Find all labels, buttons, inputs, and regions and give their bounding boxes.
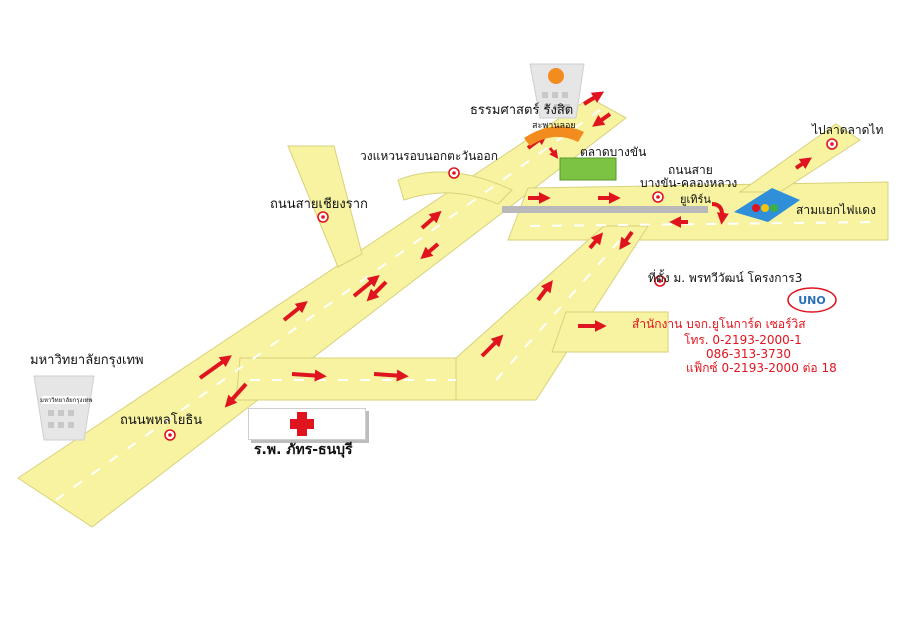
hospital-cross-icon [290,412,314,436]
lane-markings [55,109,881,501]
east-ring-road [397,171,513,205]
label-bangkok-university-sign: มหาวิทยาลัยกรุงเทพ [40,397,93,404]
arrow-8 [366,280,388,302]
label-bang-khan-road-1: ถนนสาย [668,163,713,177]
marker-lat-lum-kaeo [826,138,838,150]
right-branch-road [551,311,669,353]
bang-khan-market-box [559,157,617,181]
uno-logo: UNO [787,287,837,313]
label-location: ที่ตั้ง ม. พรทวีวัฒน์ โครงการ3 [648,271,803,285]
marker-phahon [164,429,176,441]
building-thammasat-icon [529,63,585,119]
arrow-7 [224,382,248,408]
label-east-ring: วงแหวนรอบนอกตะวันออก [360,149,498,163]
arrow-15 [588,232,604,250]
arrow-10 [592,112,612,127]
arrow-11 [291,369,327,382]
marker-chiang-rak [317,211,329,223]
label-u-turn: ยูเทิร์น [680,193,711,206]
label-bangkok-university: มหาวิทยาลัยกรุงเทพ [30,353,144,368]
median-line [502,206,708,213]
label-bang-khan-market: ตลาดบางขัน [580,145,647,159]
label-phahon-yothin: ถนนพหลโยธิน [120,413,203,428]
direction-arrows [198,91,812,408]
chiang-rak-road [287,145,363,268]
contact-phone2: 086-313-3730 [706,347,792,361]
arrow-12 [373,369,409,382]
arrow-4 [420,210,442,230]
arrow-1 [198,355,232,380]
arrow-16 [619,230,634,250]
svg-text:UNO: UNO [798,294,826,307]
marker-bang-khan [652,191,664,203]
arrow-2 [282,301,308,322]
arrow-13 [480,334,504,358]
contact-office: สำนักงาน บจก.ยูโนการ์ด เซอร์วิส [632,317,806,331]
u-turn-arrow [711,202,729,225]
building-bangkok-university-icon [33,375,95,441]
arrow-3 [352,274,380,298]
arrow-9 [420,242,440,260]
contact-phone1: โทร. 0-2193-2000-1 [684,333,802,347]
label-sam-yaek: สามแยกไฟแดง [796,203,876,217]
bridge-stroke [548,147,559,159]
arrow-21 [794,157,812,170]
label-chiang-rak: ถนนสายเชียงราก [270,197,368,212]
traffic-light-icon [734,188,800,222]
label-pedestrian-bridge: สะพานลอย [532,121,576,131]
label-hospital: ร.พ. ภัทร-ธนบุรี [254,442,353,458]
hospital-building [248,408,366,440]
contact-fax: แฟ็กซ์ 0-2193-2000 ต่อ 18 [686,361,837,375]
phahon-yothin-road [17,97,627,528]
label-thammasat: ธรรมศาสตร์ รังสิต [470,103,574,118]
label-bang-khan-road-2: บางขัน-คลองหลวง [640,176,738,190]
marker-east-ring [448,167,460,179]
arrow-6 [582,91,605,106]
pedestrian-bridge [524,126,584,146]
label-lat-lum-kaeo: ไปลาดลาดไท [812,123,884,137]
arrow-14 [536,280,553,302]
